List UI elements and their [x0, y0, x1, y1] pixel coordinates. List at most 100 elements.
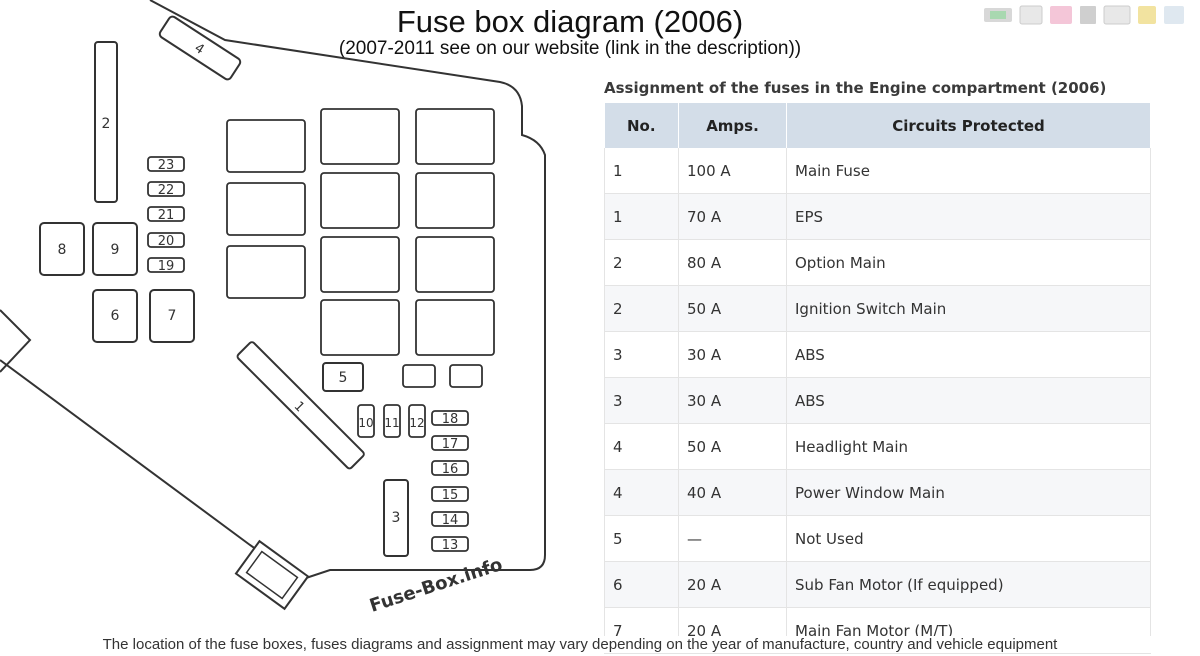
cell-circuit: Sub Fan Motor (If equipped) [786, 561, 1151, 608]
column-header-no: No. [604, 103, 679, 148]
svg-text:22: 22 [158, 183, 175, 198]
relay-slot [320, 108, 400, 165]
fuse-7: 7 [149, 289, 195, 343]
watermark: Fuse-Box.info [367, 554, 505, 617]
cell-circuit: Main Fuse [786, 148, 1151, 194]
cell-circuit: Ignition Switch Main [786, 285, 1151, 332]
cell-amps: 40 A [678, 469, 787, 516]
relay-slot [320, 299, 400, 356]
fuse-18: 18 [431, 410, 469, 427]
fuse-19: 19 [147, 257, 185, 274]
cell-no: 6 [604, 561, 679, 608]
relay-slot [226, 245, 306, 299]
fuse-1: 1 [236, 341, 365, 470]
cell-no: 3 [604, 377, 679, 424]
cell-amps: 20 A [678, 561, 787, 608]
svg-text:14: 14 [442, 513, 459, 528]
fuse-11: 11 [383, 404, 401, 438]
cell-no: 4 [604, 423, 679, 470]
cell-no: 4 [604, 469, 679, 516]
page-subtitle: (2007-2011 see on our website (link in t… [338, 38, 802, 59]
svg-text:15: 15 [442, 488, 459, 503]
fuse-23: 23 [147, 156, 185, 173]
left-connector [0, 309, 32, 373]
column-header-amps: Amps. [678, 103, 787, 148]
table-row: 5—Not Used [604, 515, 1151, 562]
cell-no: 5 [604, 515, 679, 562]
svg-text:20: 20 [158, 234, 175, 249]
svg-text:2: 2 [102, 116, 111, 132]
fuse-15: 15 [431, 486, 469, 503]
relay-slot [415, 299, 495, 356]
cell-circuit: EPS [786, 193, 1151, 240]
relay-slot [415, 108, 495, 165]
svg-text:7: 7 [168, 308, 177, 324]
fuse-9: 9 [92, 222, 138, 276]
relay-slot [415, 172, 495, 229]
svg-text:21: 21 [158, 208, 175, 223]
svg-text:23: 23 [158, 158, 175, 173]
relay-slot [320, 172, 400, 229]
relay-slot [415, 236, 495, 293]
svg-text:9: 9 [111, 242, 120, 258]
fuse-4: 4 [158, 15, 242, 81]
fuse-6: 6 [92, 289, 138, 343]
fuse-5: 5 [322, 362, 364, 392]
spare-slot [449, 364, 483, 388]
svg-text:6: 6 [111, 308, 120, 324]
fuse-box-outline [0, 0, 546, 582]
svg-text:5: 5 [339, 370, 348, 386]
fuse-22: 22 [147, 181, 185, 198]
table-header-row: No. Amps. Circuits Protected [604, 103, 1151, 148]
fuse-13: 13 [431, 536, 469, 553]
svg-text:8: 8 [58, 242, 67, 258]
fuse-16: 16 [431, 460, 469, 477]
fuse-icons-logo [984, 5, 1184, 25]
relay-slot [320, 236, 400, 293]
bottom-connector [234, 539, 310, 611]
fuse-3: 3 [383, 479, 409, 557]
fuse-20: 20 [147, 232, 185, 249]
column-header-circuits: Circuits Protected [786, 103, 1151, 148]
svg-text:11: 11 [384, 416, 399, 430]
cell-no: 2 [604, 285, 679, 332]
fuse-14: 14 [431, 511, 469, 528]
fuse-12: 12 [408, 404, 426, 438]
spare-slot [402, 364, 436, 388]
svg-text:17: 17 [442, 437, 459, 452]
svg-text:3: 3 [392, 510, 401, 526]
cell-no: 2 [604, 239, 679, 286]
cell-circuit: Option Main [786, 239, 1151, 286]
fuse-box-diagram: 4 2 23 22 21 20 19 8 9 6 7 5 1 10 11 12 … [0, 0, 546, 617]
fuse-21: 21 [147, 206, 185, 223]
cell-circuit: Not Used [786, 515, 1151, 562]
cell-circuit: Headlight Main [786, 423, 1151, 470]
cell-circuit: ABS [786, 331, 1151, 378]
page-title: Fuse box diagram (2006) [396, 4, 744, 39]
fuse-8: 8 [39, 222, 85, 276]
svg-text:18: 18 [442, 412, 459, 427]
relay-slot [226, 182, 306, 236]
relay-slot [226, 119, 306, 173]
footnote: The location of the fuse boxes, fuses di… [0, 636, 1160, 653]
svg-text:10: 10 [358, 416, 373, 430]
cell-amps: 100 A [678, 148, 787, 194]
table-title: Assignment of the fuses in the Engine co… [604, 79, 1107, 97]
fuse-2 [94, 41, 118, 203]
cell-circuit: ABS [786, 377, 1151, 424]
cell-amps: — [678, 515, 787, 562]
cell-amps: 50 A [678, 285, 787, 332]
cell-circuit: Power Window Main [786, 469, 1151, 516]
cell-amps: 30 A [678, 377, 787, 424]
